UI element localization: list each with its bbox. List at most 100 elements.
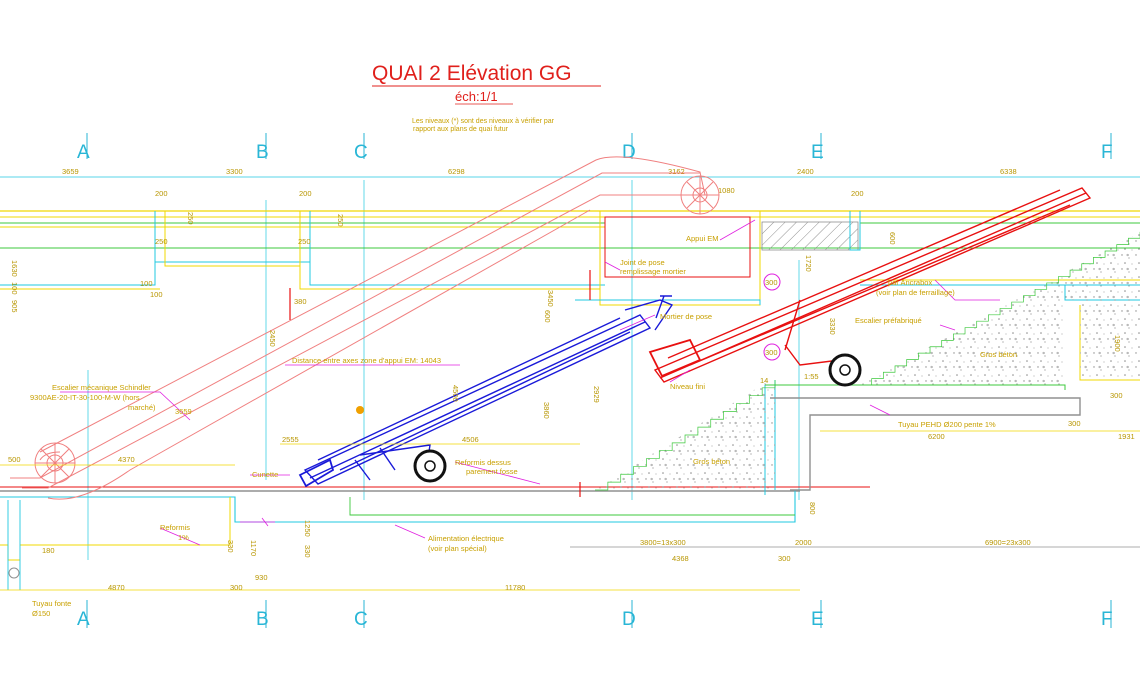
dim-6900: 6900=23x300 <box>985 538 1031 547</box>
leader-lines <box>60 219 1000 546</box>
label-cunette: Cunette <box>252 470 278 479</box>
dim-3800: 3800=13x300 <box>640 538 686 547</box>
dim-3659: 3659 <box>62 167 79 176</box>
dim-200-c: 200 <box>851 189 864 198</box>
dim-500: 500 <box>8 455 21 464</box>
dim-1900: 1900 <box>1113 335 1122 352</box>
dim-100-a: 100 <box>10 282 19 295</box>
dim-3450: 3450 <box>546 290 555 307</box>
dim-4370: 4370 <box>118 455 135 464</box>
label-escalier-1: Escalier mécanique Schindler <box>52 383 151 392</box>
dim-11780: 11780 <box>505 583 525 592</box>
label-escalier-3: marché) <box>128 403 156 412</box>
dim-2000: 2000 <box>795 538 812 547</box>
label-reformis-dessus-1: Reformis dessus <box>455 458 511 467</box>
axis-label-a-top: A <box>77 142 90 163</box>
dim-250-b: 250 <box>298 237 311 246</box>
label-reformis-2: 1% <box>178 533 189 542</box>
note-line-1: Les niveaux (*) sont des niveaux à vérif… <box>412 118 555 125</box>
dim-2400: 2400 <box>797 167 814 176</box>
top-dimension-line: 3659 3300 6298 3162 2400 6338 200 200 20… <box>0 167 1140 198</box>
dim-4368: 4368 <box>672 554 689 563</box>
label-joint-1: Joint de pose <box>620 258 665 267</box>
dim-4506: 4506 <box>462 435 479 444</box>
label-reformis-1: Reformis <box>160 523 190 532</box>
label-reformis-dessus-2: parement fosse <box>466 467 518 476</box>
conveyor-red <box>648 187 1092 387</box>
dim-1170: 1170 <box>249 540 258 556</box>
dim-6298: 6298 <box>448 167 465 176</box>
dim-250-c: 250 <box>186 212 195 225</box>
dim-3300: 3300 <box>226 167 243 176</box>
red-markers <box>289 270 591 497</box>
dim-300-d: 300 <box>778 554 791 563</box>
drawing-scale: éch:1/1 <box>455 89 498 104</box>
dim-930: 930 <box>255 573 268 582</box>
stairs-upper <box>860 231 1140 386</box>
axis-label-f-bottom: F <box>1101 609 1113 630</box>
label-appui-em: Appui EM <box>686 234 719 243</box>
label-gros-beton-a: Gros béton <box>693 457 730 466</box>
dim-250-a: 250 <box>155 237 168 246</box>
dim-330-a: 330 <box>303 545 312 558</box>
dim-3162: 3162 <box>668 167 685 176</box>
label-mortier: Mortier de pose <box>660 312 712 321</box>
dim-200-a: 200 <box>155 189 168 198</box>
axis-label-f-top: F <box>1101 142 1113 163</box>
label-niveau-fini: Niveau fini <box>670 382 705 391</box>
dim-3330: 3330 <box>828 318 837 335</box>
dim-330-b: 330 <box>226 540 235 553</box>
label-ancrabox-1: par Ancrabox <box>888 278 932 287</box>
dim-380: 380 <box>294 297 307 306</box>
label-tuyau-pehd: Tuyau PEHD Ø200 pente 1% <box>898 420 996 429</box>
label-escalier-pref: Escalier préfabriqué <box>855 316 922 325</box>
dim-905: 905 <box>10 300 19 313</box>
dim-1630: 1630 <box>10 260 19 277</box>
note-line-2: rapport aux plans de quai futur <box>413 126 509 133</box>
axis-label-b-bottom: B <box>256 609 269 630</box>
dimensions: 500 4370 2555 4506 6200 1931 300 300 14 … <box>0 212 1140 592</box>
level-marker-a <box>763 273 781 291</box>
dim-1720: 1720 <box>804 255 813 272</box>
conveyor-blue <box>298 295 674 488</box>
label-alim-1: Alimentation électrique <box>428 534 504 543</box>
label-joint-2: remplissage mortier <box>620 267 686 276</box>
dim-2555: 2555 <box>282 435 299 444</box>
label-escalier-2: 9300AE-20-IT-30-100-M-W (hors <box>30 393 140 402</box>
dim-300-b: 300 <box>1110 391 1123 400</box>
grid-axis-bottom: A B C D E F <box>77 600 1113 630</box>
level-300-b: 300 <box>765 348 778 357</box>
dim-1250: 1250 <box>303 520 312 537</box>
dim-100-c: 100 <box>140 279 153 288</box>
dim-2929: 2929 <box>592 386 601 403</box>
label-tuyau-fonte-2: Ø150 <box>32 609 50 618</box>
grid-axis-top: A B C D E F <box>77 133 1113 163</box>
annotations: Appui EM Joint de pose remplissage morti… <box>30 234 1017 618</box>
stairs-lower <box>595 379 776 491</box>
dim-1080: 1080 <box>718 186 735 195</box>
dim-600-a: 600 <box>888 232 897 245</box>
label-ancrabox-2: (voir plan de ferraillage) <box>876 288 955 297</box>
dim-180: 180 <box>42 546 55 555</box>
axis-label-d-top: D <box>622 142 636 163</box>
axis-label-e-bottom: E <box>811 609 824 630</box>
dim-300-a: 300 <box>1068 419 1081 428</box>
marker-orange <box>356 406 364 414</box>
dim-600-b: 600 <box>543 310 552 323</box>
level-300-a: 300 <box>765 278 778 287</box>
dim-800: 800 <box>808 502 817 515</box>
dim-7600: 3659 <box>175 407 192 416</box>
label-distance: Distance entre axes zone d'appui EM: 140… <box>292 356 441 365</box>
dim-6200: 6200 <box>928 432 945 441</box>
dim-14: 14 <box>760 376 768 385</box>
escalator-outline <box>10 156 720 500</box>
axis-label-c-top: C <box>354 142 368 163</box>
drawing-title: QUAI 2 Elévation GG <box>372 62 572 85</box>
axis-label-b-top: B <box>256 142 269 163</box>
dim-2450: 2450 <box>268 330 277 347</box>
dim-250-d: 250 <box>336 214 345 227</box>
stair-step-profile <box>860 231 1140 386</box>
axis-label-e-top: E <box>811 142 824 163</box>
axis-label-a-bottom: A <box>77 609 90 630</box>
